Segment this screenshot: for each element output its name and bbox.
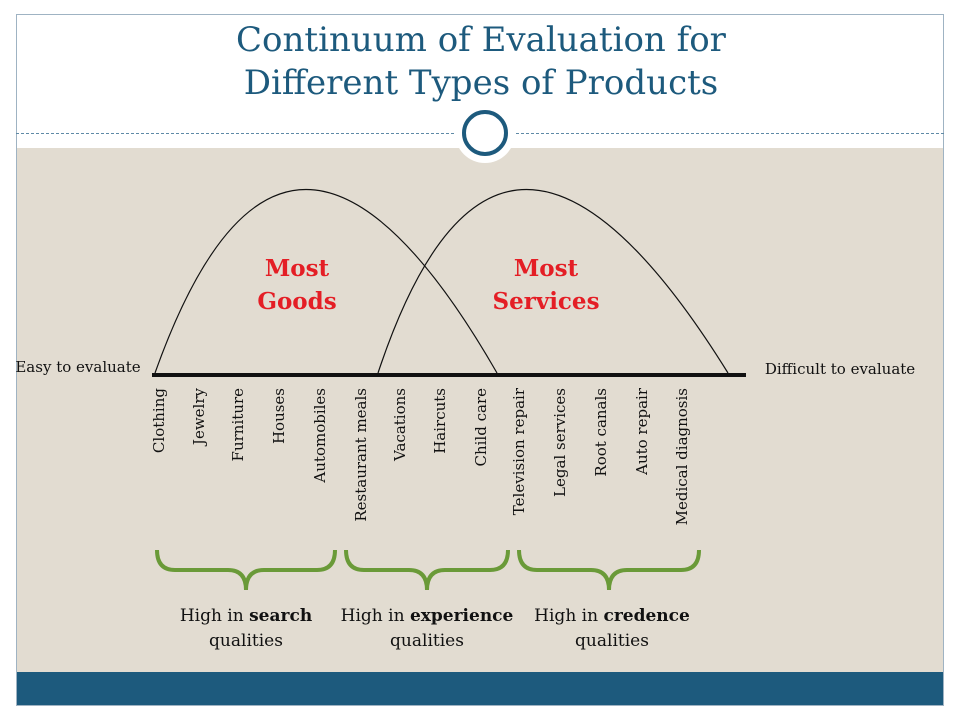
easy-to-evaluate-label: Easy to evaluate: [15, 358, 140, 376]
product-label-auto-repair: Auto repair: [633, 387, 651, 476]
search-qualities-line2: qualities: [209, 631, 283, 651]
ring-ornament: [455, 103, 515, 163]
credence-prefix: High in: [534, 606, 603, 626]
experience-brace: [344, 549, 510, 591]
product-label-root-canals: Root canals: [592, 388, 610, 477]
search-keyword: search: [249, 606, 312, 626]
product-label-houses: Houses: [270, 388, 288, 444]
title-line-2: Different Types of Products: [243, 63, 719, 103]
most-services-label-2: Services: [492, 288, 599, 315]
content-area: [17, 148, 943, 672]
most-services-label-1: Most: [514, 255, 579, 282]
title-line-1: Continuum of Evaluation for: [236, 20, 726, 60]
product-label-haircuts: Haircuts: [431, 388, 449, 454]
services-curve: [377, 188, 729, 374]
product-label-restaurant-meals: Restaurant meals: [352, 388, 370, 522]
product-label-child-care: Child care: [472, 388, 490, 467]
most-goods-label-1: Most: [265, 255, 330, 282]
product-label-automobiles: Automobiles: [311, 388, 329, 484]
experience-qualities-line2: qualities: [390, 631, 464, 651]
product-label-furniture: Furniture: [229, 388, 247, 462]
credence-qualities-line2: qualities: [575, 631, 649, 651]
goods-curve: [154, 188, 498, 374]
credence-brace: [517, 549, 701, 591]
difficult-to-evaluate-label: Difficult to evaluate: [765, 360, 915, 378]
product-label-legal-services: Legal services: [551, 388, 569, 497]
search-qualities-label: High in search: [180, 606, 312, 626]
experience-qualities-label: High in experience: [341, 606, 514, 626]
product-label-medical-diagnosis: Medical diagnosis: [673, 388, 691, 525]
most-goods-label-2: Goods: [257, 288, 336, 315]
product-label-clothing: Clothing: [150, 388, 168, 453]
credence-keyword: credence: [603, 606, 690, 626]
credence-qualities-label: High in credence: [534, 606, 690, 626]
search-brace: [155, 549, 337, 591]
product-label-jewelry: Jewelry: [190, 387, 208, 447]
product-label-vacations: Vacations: [391, 388, 409, 462]
search-prefix: High in: [180, 606, 249, 626]
slide-title: Continuum of Evaluation for Different Ty…: [17, 15, 943, 105]
experience-prefix: High in: [341, 606, 410, 626]
product-label-television-repair: Television repair: [510, 387, 528, 515]
experience-keyword: experience: [410, 606, 514, 626]
footer-bar: [17, 672, 943, 705]
